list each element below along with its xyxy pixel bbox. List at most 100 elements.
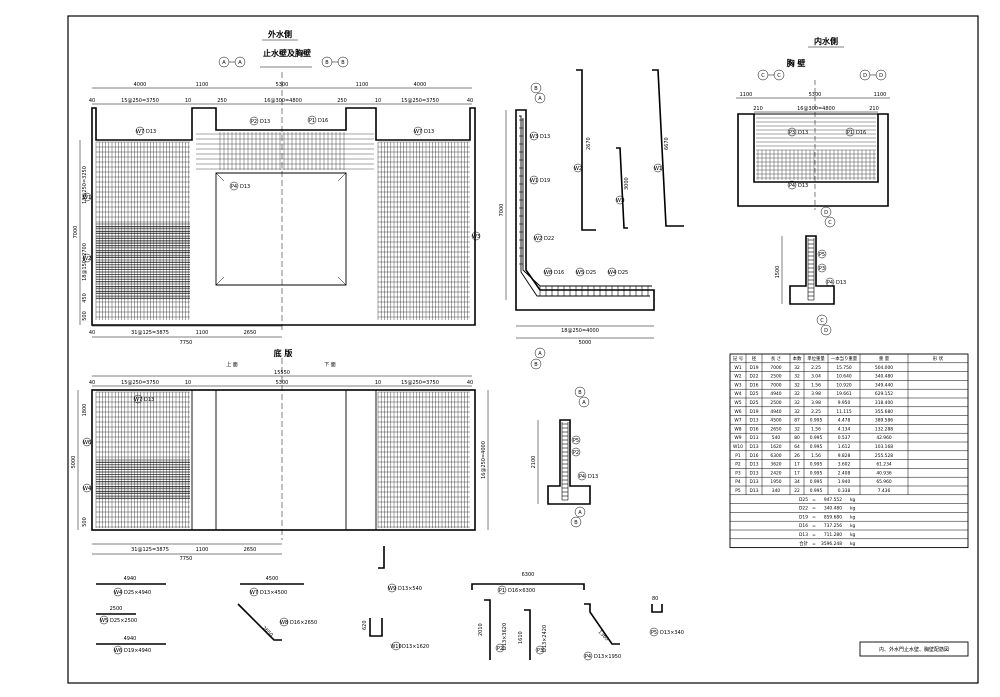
schedule-cell: D16 (750, 453, 759, 459)
schedule-cell: 2.25 (811, 409, 821, 415)
bar-detail-p4: 1360 P4 D13×1950 (583, 603, 621, 661)
section-bb-marker: B B (321, 56, 349, 68)
schedule-total-unit: kg (850, 506, 856, 512)
schedule-cell: 1.56 (811, 453, 821, 459)
schedule-cell: 3.98 (811, 400, 821, 406)
svg-text:D22: D22 (544, 236, 554, 242)
svg-text:15@250=3750: 15@250=3750 (121, 98, 159, 104)
svg-text:B: B (534, 86, 538, 92)
schedule-total-weight: 859.680 (824, 514, 842, 520)
schedule-cell: 540 (772, 435, 781, 441)
schedule-cell: 4500 (770, 418, 781, 424)
schedule-total-unit: kg (850, 532, 856, 538)
schedule-cell: 32 (794, 400, 800, 406)
schedule-cell: 255.528 (875, 453, 893, 459)
svg-text:D25×2500: D25×2500 (110, 618, 137, 624)
svg-text:D13: D13 (146, 129, 156, 135)
svg-text:W3: W3 (530, 134, 538, 140)
svg-text:D13: D13 (798, 130, 808, 136)
schedule-cell: D19 (750, 409, 759, 415)
svg-text:18@150=2700: 18@150=2700 (82, 243, 88, 281)
schedule-cell: 34 (794, 479, 800, 485)
vertical-bar-w2: 2670 W2 (573, 69, 596, 231)
svg-text:7750: 7750 (180, 340, 193, 346)
svg-text:W8: W8 (280, 620, 288, 626)
svg-text:31@125=3875: 31@125=3875 (131, 330, 169, 336)
schedule-cell: 4940 (770, 409, 781, 415)
svg-text:D25: D25 (618, 270, 628, 276)
schedule-cell: 0.537 (838, 435, 851, 441)
svg-text:P1: P1 (309, 118, 315, 124)
schedule-cell: D13 (750, 488, 759, 494)
svg-text:P1: P1 (847, 130, 853, 136)
schedule-cell: 4.134 (838, 426, 851, 432)
schedule-cell: 17 (794, 462, 800, 468)
schedule-cell: 7.436 (878, 488, 891, 494)
schedule-cell: D16 (750, 382, 759, 388)
schedule-cell: P5 (735, 488, 741, 494)
svg-text:A: A (538, 96, 542, 102)
svg-text:P3: P3 (819, 266, 825, 272)
svg-text:2010: 2010 (478, 623, 484, 636)
svg-text:A: A (538, 351, 542, 357)
schedule-cell: 3620 (770, 462, 781, 468)
schedule-cell: 340.480 (875, 374, 893, 380)
svg-text:W8: W8 (544, 270, 552, 276)
schedule-cell: 1950 (770, 479, 781, 485)
schedule-total-eq: = (812, 524, 816, 529)
svg-text:2650: 2650 (244, 547, 257, 553)
svg-text:C: C (820, 318, 824, 324)
svg-text:W2: W2 (574, 166, 582, 172)
schedule-cell: P4 (735, 479, 741, 485)
heading-floor-slab: 底 版 (273, 348, 293, 358)
svg-text:5300: 5300 (276, 380, 289, 386)
svg-text:A: A (238, 60, 242, 66)
bar-detail-w8: 2650 W8 D16×2650 (237, 603, 317, 641)
svg-text:P4: P4 (231, 184, 237, 190)
schedule-cell: D19 (750, 365, 759, 371)
svg-text:6670: 6670 (664, 137, 670, 150)
svg-text:B: B (534, 362, 538, 368)
schedule-cell: 19.661 (836, 391, 852, 397)
schedule-cell: D22 (750, 374, 759, 380)
schedule-cell: 87 (794, 418, 800, 424)
schedule-cell: 2.25 (811, 365, 821, 371)
svg-text:P4: P4 (789, 183, 795, 189)
svg-text:80: 80 (652, 596, 658, 602)
schedule-cell: W7 (734, 418, 741, 424)
svg-text:A: A (582, 400, 586, 406)
svg-text:1360: 1360 (597, 629, 610, 642)
floor-slab-plan: 15550 40 15@250=3750 10 5300 10 15@250=3… (71, 358, 489, 562)
svg-text:A: A (222, 60, 226, 66)
schedule-cell: 1.612 (838, 444, 851, 450)
schedule-cell: 9.828 (838, 453, 851, 459)
svg-text:10: 10 (185, 380, 191, 386)
schedule-cell: 7000 (770, 382, 781, 388)
schedule-cell: 0.995 (810, 488, 823, 494)
schedule-total-dia: 合計 (799, 540, 808, 547)
schedule-cell: 3.98 (811, 391, 821, 397)
svg-text:4000: 4000 (414, 82, 427, 88)
svg-text:D13: D13 (540, 134, 550, 140)
schedule-cell: 9.950 (838, 400, 851, 406)
svg-text:D13×1620: D13×1620 (402, 644, 429, 650)
svg-text:B: B (574, 520, 578, 526)
schedule-cell: 42.960 (876, 435, 892, 441)
svg-text:P2: P2 (497, 646, 503, 652)
schedule-cell: P2 (735, 462, 741, 468)
schedule-total-weight: 947.552 (824, 497, 842, 503)
schedule-header: 記 号 (733, 355, 744, 362)
schedule-cell: 10.920 (836, 382, 852, 388)
svg-text:1100: 1100 (356, 82, 369, 88)
svg-text:4500: 4500 (266, 576, 279, 582)
svg-text:2650: 2650 (261, 625, 274, 638)
svg-text:2500: 2500 (110, 606, 123, 612)
tag-p3-sec-c: P3 (817, 263, 827, 273)
schedule-cell: 6300 (770, 453, 781, 459)
svg-text:D13×4500: D13×4500 (260, 590, 287, 596)
